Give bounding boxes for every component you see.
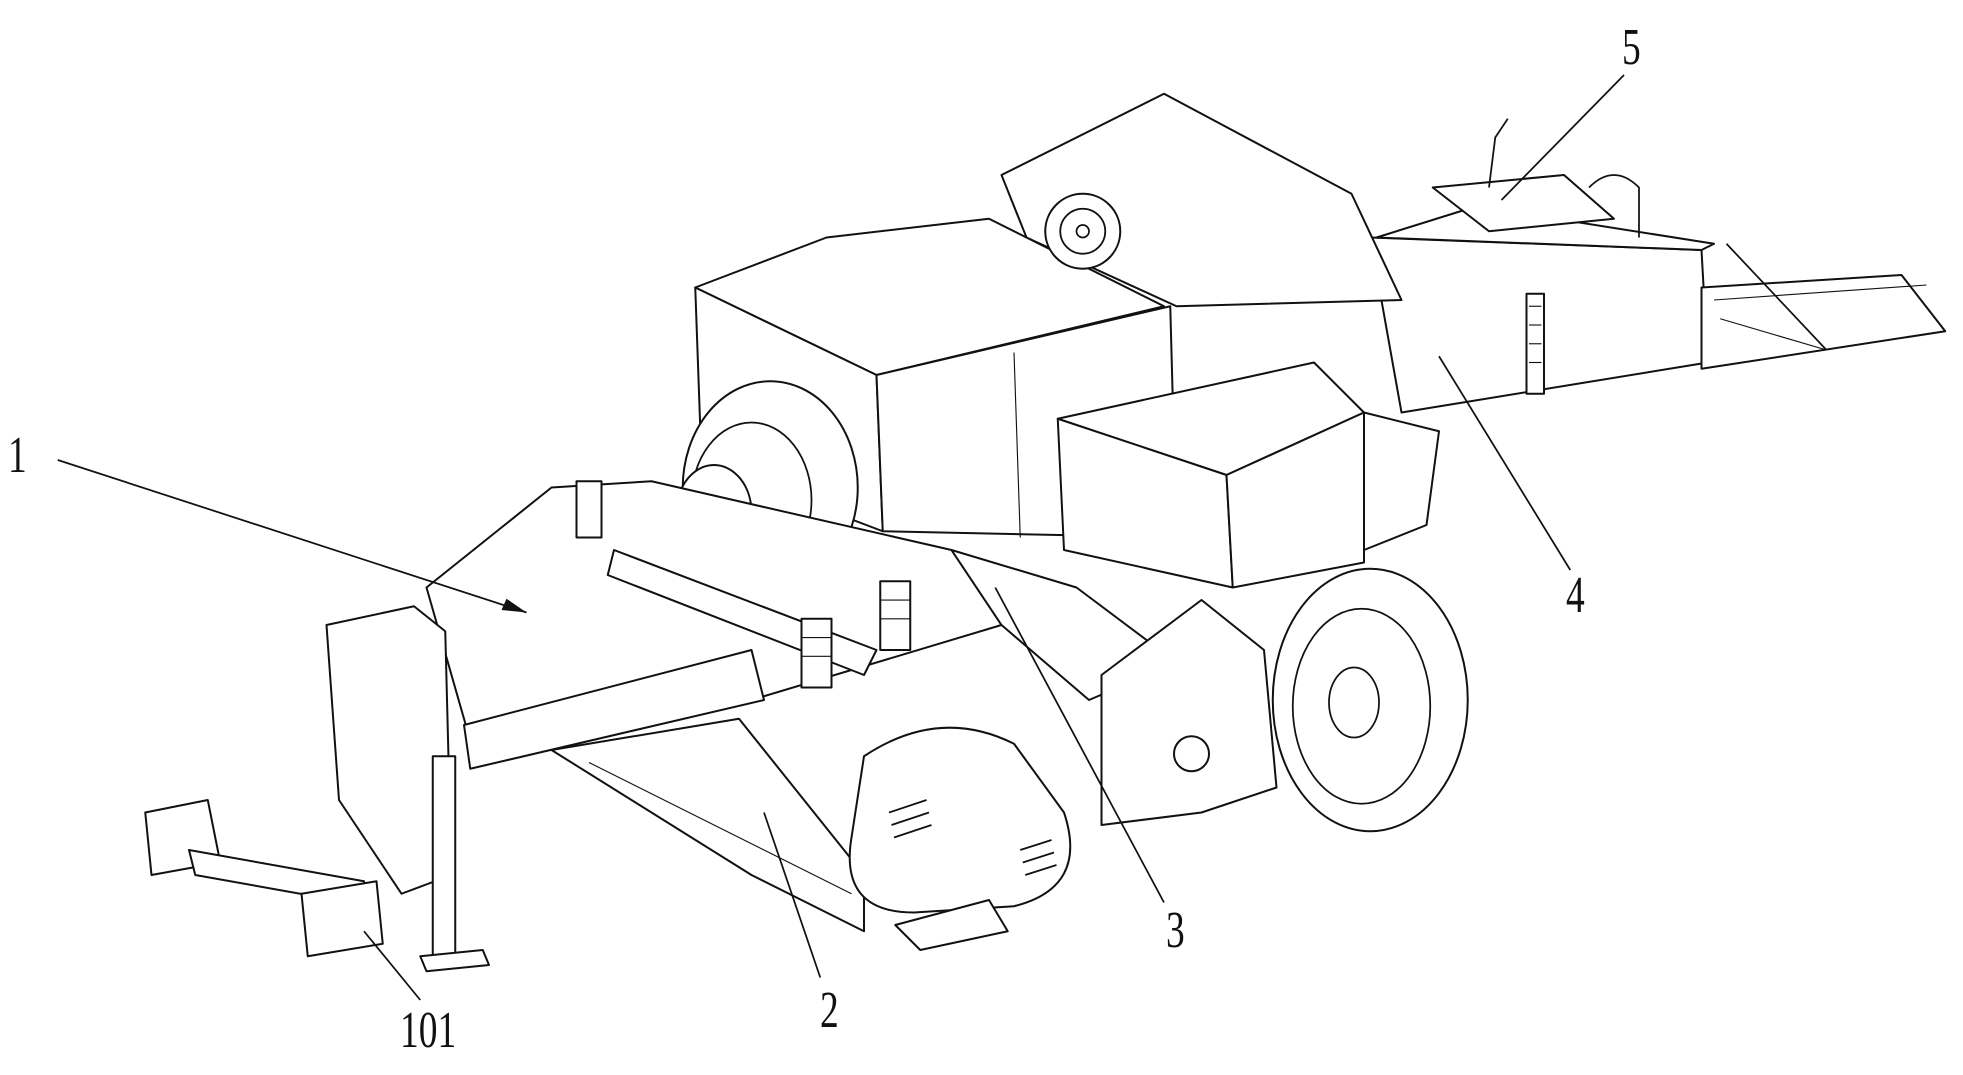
hitch	[145, 606, 489, 971]
cooling-fan	[1045, 194, 1120, 269]
reference-label-2: 2	[820, 985, 839, 1037]
leader-line-1	[58, 460, 527, 613]
jack-stand	[433, 756, 456, 956]
reference-label-4: 4	[1566, 570, 1585, 622]
belt-cover	[850, 728, 1071, 950]
wheel	[1273, 569, 1468, 832]
bale-chamber	[1370, 206, 1945, 412]
reference-label-1: 1	[8, 430, 27, 482]
leader-line-101	[364, 931, 420, 1000]
reference-label-101: 101	[400, 1005, 456, 1057]
reference-label-3: 3	[1166, 905, 1185, 957]
reference-label-5: 5	[1622, 22, 1641, 74]
pickup	[552, 719, 865, 932]
